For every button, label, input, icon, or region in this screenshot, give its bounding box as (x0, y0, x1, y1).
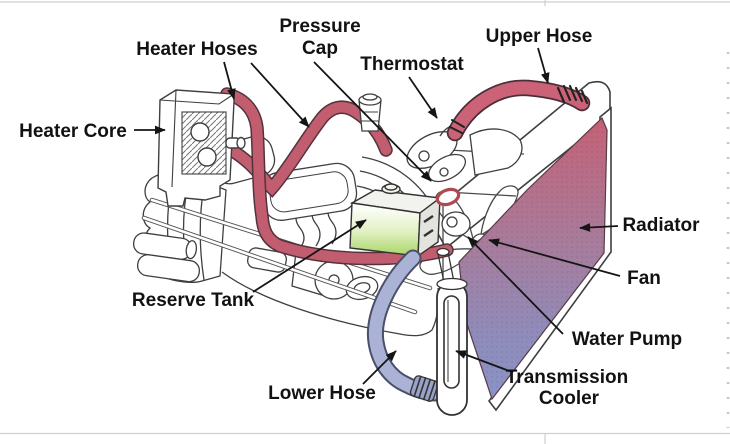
label-upper-hose: Upper Hose (486, 26, 593, 47)
leader-transmission-cooler (455, 350, 513, 373)
upper-hose (446, 79, 591, 142)
support-bracket (469, 128, 523, 176)
leader-water-pump (467, 236, 564, 335)
tank-front (349, 202, 421, 257)
solenoid-cylinders (132, 232, 201, 283)
reserve-tank (349, 183, 442, 258)
label-heater-hoses: Heater Hoses (136, 39, 257, 60)
leader-thermostat (408, 76, 438, 119)
water-pump (441, 211, 471, 237)
leader-radiator (579, 223, 619, 232)
label-transmission-cooler-line1: Transmission (506, 367, 629, 388)
hose-clamp (556, 84, 589, 105)
pressure-cap-part (358, 93, 382, 132)
label-radiator: Radiator (622, 215, 700, 236)
label-fan: Fan (627, 268, 661, 289)
label-transmission-cooler-line2: Cooler (539, 388, 600, 409)
label-pressure-cap-line2: Cap (302, 38, 338, 59)
leader-fan (488, 238, 621, 277)
label-water-pump: Water Pump (572, 329, 682, 350)
label-pressure-cap-line1: Pressure (279, 16, 360, 37)
label-thermostat: Thermostat (360, 54, 464, 75)
label-lower-hose: Lower Hose (268, 383, 376, 404)
cooler-top (436, 277, 468, 291)
lower-hose (366, 249, 443, 402)
label-heater-core: Heater Core (19, 121, 127, 142)
hose-clamp (449, 119, 465, 134)
tank-cap (381, 183, 401, 195)
leader-lower-hose (362, 350, 397, 385)
cooler-feed-pipe (437, 251, 455, 283)
leader-heater-hoses-right (250, 62, 310, 128)
radiator-core (458, 116, 608, 401)
tank-vents (423, 214, 434, 238)
labels: Heater Hoses Pressure Cap Thermostat Upp… (19, 16, 700, 409)
leader-arrows (134, 47, 621, 385)
transmission-cooler (436, 247, 468, 416)
tank-side (417, 196, 441, 258)
thermostat-housing (406, 124, 467, 207)
thermostat-gasket (435, 187, 461, 207)
leader-pressure-cap (313, 61, 432, 182)
lower-hose-clamp (409, 375, 439, 402)
label-reserve-tank: Reserve Tank (132, 290, 255, 311)
leader-heater-hoses-left (223, 61, 236, 100)
heater-hose-lower (220, 87, 454, 266)
heater-core-port (225, 136, 246, 150)
cooler-slot (443, 295, 460, 389)
heater-core (157, 89, 246, 207)
leader-reserve-tank (252, 219, 367, 293)
leader-upper-hose (537, 47, 550, 84)
